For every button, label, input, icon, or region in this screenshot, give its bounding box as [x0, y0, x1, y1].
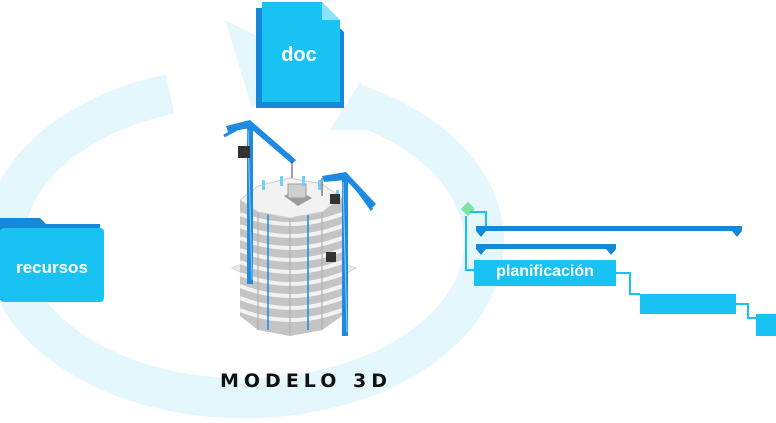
summary-bar-2: [476, 244, 616, 249]
recursos-label: recursos: [16, 258, 88, 277]
facade-edges: [257, 198, 323, 336]
column-accents: [267, 206, 309, 330]
planificacion-label: planificación: [496, 263, 594, 280]
building-under-construction-icon: [230, 176, 358, 336]
tower-crane-right: [321, 172, 376, 336]
cycle-ring: [0, 74, 505, 419]
task-bar-planificacion: [474, 260, 616, 286]
document-icon: [256, 2, 344, 108]
tower-crane-left: [223, 120, 296, 284]
modelo-3d-label: MODELO 3D: [220, 370, 392, 392]
folder-icon: [0, 218, 104, 302]
cycle-arrowhead-right: [330, 82, 388, 130]
crane-load: [326, 252, 336, 262]
doc-label: doc: [281, 44, 317, 66]
summary-bar-1: [476, 226, 742, 231]
task-bar-3: [756, 314, 776, 336]
task-bar-2: [640, 294, 736, 314]
gantt-chart-icon: [460, 201, 776, 336]
